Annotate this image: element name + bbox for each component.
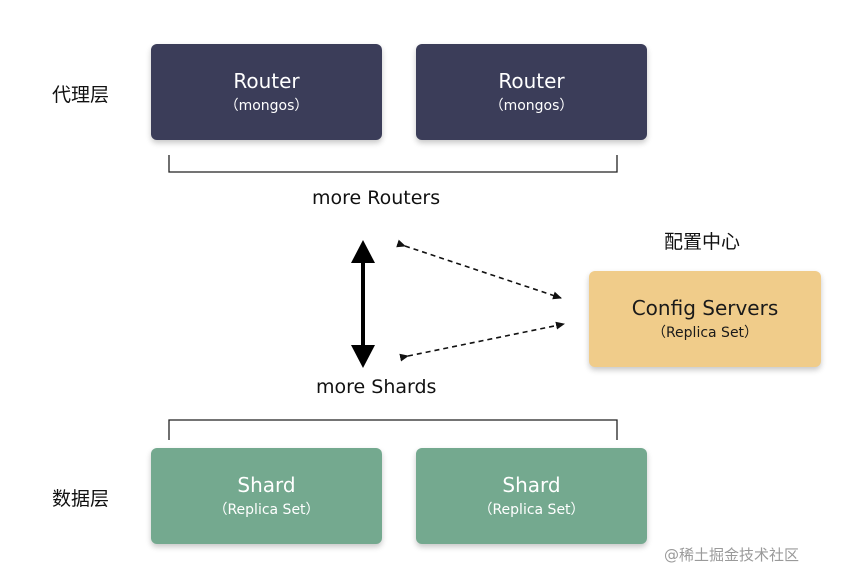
router-subtitle: （mongos） xyxy=(489,98,574,114)
data-layer-label: 数据层 xyxy=(52,488,110,510)
shards-bracket xyxy=(168,419,618,440)
routers-bracket xyxy=(168,155,618,173)
shard-title: Shard xyxy=(237,473,296,497)
router-title: Router xyxy=(498,69,565,93)
down-arrowhead xyxy=(351,345,375,368)
shard-box-2: Shard （Replica Set） xyxy=(416,448,647,544)
shard-title: Shard xyxy=(502,473,561,497)
proxy-layer-label: 代理层 xyxy=(52,84,110,106)
up-arrowhead xyxy=(351,240,375,263)
shard-subtitle: （Replica Set） xyxy=(478,502,585,518)
config-servers-box: Config Servers （Replica Set） xyxy=(589,271,821,367)
more-shards-caption: more Shards xyxy=(316,376,437,398)
router-title: Router xyxy=(233,69,300,93)
router-subtitle: （mongos） xyxy=(224,98,309,114)
shard-box-1: Shard （Replica Set） xyxy=(151,448,382,544)
more-routers-caption: more Routers xyxy=(312,187,441,209)
router-box-2: Router （mongos） xyxy=(416,44,647,140)
config-subtitle: （Replica Set） xyxy=(651,325,759,341)
config-center-label: 配置中心 xyxy=(664,231,741,253)
routers-config-dashed-arrow xyxy=(396,239,562,300)
shards-config-dashed-arrow xyxy=(399,321,565,362)
watermark-text: @稀土掘金技术社区 xyxy=(664,546,800,564)
router-box-1: Router （mongos） xyxy=(151,44,382,140)
config-title: Config Servers xyxy=(631,296,779,320)
shard-subtitle: （Replica Set） xyxy=(213,502,320,518)
